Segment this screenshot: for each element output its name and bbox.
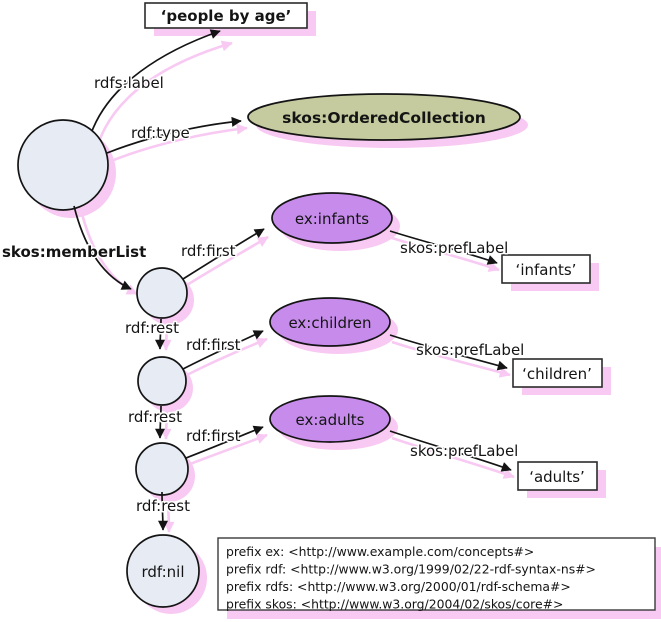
rdf-rest-3-label: rdf:rest [136,497,190,515]
pref-label-1-label: skos:prefLabel [400,239,508,257]
edge-rdf-type [106,116,242,154]
edge-rdfs-label [91,29,221,132]
infants-literal-box [501,254,591,284]
rdf-rest-1-label: rdf:rest [125,319,179,337]
edge-rdfs-label-shadow [98,40,233,140]
collection-blank-node [17,119,109,211]
rdfs-label-edge-label: rdfs:label [94,74,164,92]
adults-node-label: ex:adults [296,411,365,429]
nil-node-label: rdf:nil [141,563,184,581]
rdf-first-2-label: rdf:first [186,336,241,354]
edge-rdf-rest-2-shadow [160,408,172,440]
edge-pref-label-1 [389,230,498,265]
edge-rdf-first-3-shadow [189,433,268,466]
edge-shadows [79,40,515,533]
pref-label-2-label: skos:prefLabel [416,341,524,359]
prefix-box [217,537,656,611]
children-literal-box [512,358,603,388]
rdf-rest-2-label: rdf:rest [128,408,182,426]
adults-literal: ‘adults’ [529,468,585,486]
pref-label-3-label: skos:prefLabel [410,442,518,460]
edge-rdf-first-2-shadow [186,337,268,377]
rdf-type-edge-label: rdf:type [131,124,190,142]
edge-rdf-first-3 [185,425,264,459]
edge-member-list [73,205,132,290]
ordered-collection-class-node [247,93,521,141]
edge-pref-label-2-shadow [391,340,511,378]
people-by-age-literal: ‘people by age’ [161,7,292,25]
ordered-collection-label: skos:OrderedCollection [282,109,486,127]
edge-pref-label-1-shadow [391,236,500,272]
nodes [17,2,656,611]
edge-rdf-rest-2 [155,405,166,439]
nil-node [126,534,200,608]
edge-rdf-rest-3 [157,491,168,531]
edge-pref-label-3 [389,430,512,472]
children-literal: ‘children’ [522,365,592,383]
infants-concept-node [271,192,393,244]
rdf-first-3-label: rdf:first [186,427,241,445]
list-node-2 [137,356,187,406]
edge-rdf-rest-3-shadow [163,493,175,533]
edge-pref-label-2 [389,334,508,371]
member-list-edge-label: skos:memberList [2,243,146,261]
infants-node-label: ex:infants [295,210,369,228]
edge-rdf-first-1-shadow [186,235,269,287]
children-concept-node [269,297,391,347]
edge-rdf-rest-1-shadow [160,321,172,351]
people-by-age-literal-box [144,2,308,29]
prefix-line-skos: prefix skos: <http://www.w3.org/2004/02/… [226,597,563,612]
rdf-first-1-label: rdf:first [181,242,236,260]
list-node-3 [135,442,189,496]
list-node-1 [136,267,188,319]
edge-pref-label-3-shadow [391,436,515,479]
edges [73,29,512,531]
prefix-line-rdf: prefix rdf: <http://www.w3.org/1999/02/2… [226,562,596,577]
adults-literal-box [517,461,598,491]
prefix-line-ex: prefix ex: <http://www.example.com/conce… [226,544,534,559]
labels: ‘people by age’ skos:OrderedCollection e… [1,7,596,612]
prefix-line-rdfs: prefix rdfs: <http://www.w3.org/2000/01/… [226,579,571,594]
edge-rdf-first-2 [182,330,264,370]
edge-rdf-type-shadow [110,123,248,163]
edge-rdf-first-1 [182,228,265,280]
adults-concept-node [269,395,391,443]
infants-literal: ‘infants’ [516,261,577,279]
edge-rdf-rest-1 [155,318,166,350]
children-node-label: ex:children [288,314,371,332]
